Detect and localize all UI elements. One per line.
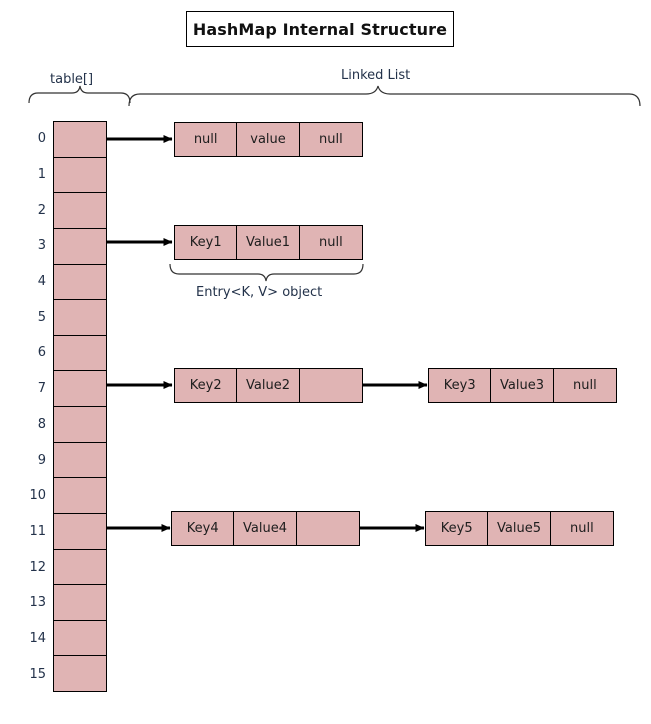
entry-node-bucket11-1[interactable]: Key5 Value5 null [425, 511, 614, 546]
entry-node-bucket7-1[interactable]: Key3 Value3 null [428, 368, 617, 403]
entry-value: Value3 [491, 369, 554, 402]
index-label-8: 8 [37, 417, 46, 432]
entry-key: Key5 [426, 512, 489, 545]
table-cell-9[interactable] [54, 442, 106, 479]
entry-value: value [237, 123, 300, 156]
index-label-9: 9 [37, 453, 46, 468]
index-label-2: 2 [37, 203, 46, 218]
table-cell-7[interactable] [54, 371, 106, 407]
entry-object-caption: Entry<K, V> object [196, 285, 323, 300]
entry-value: Value4 [234, 512, 297, 545]
table-cell-14[interactable] [54, 620, 106, 657]
linked-list-brace [128, 85, 641, 107]
index-label-15: 15 [29, 667, 46, 682]
table-cell-1[interactable] [54, 157, 106, 194]
index-label-3: 3 [37, 238, 46, 253]
diagram-title-box: HashMap Internal Structure [186, 11, 454, 47]
table-cell-5[interactable] [54, 300, 106, 336]
table-array-brace [28, 85, 131, 104]
entry-key: null [175, 123, 238, 156]
index-label-11: 11 [29, 524, 46, 539]
table-array [53, 121, 107, 692]
index-label-12: 12 [29, 560, 46, 575]
table-cell-4[interactable] [54, 264, 106, 301]
index-label-1: 1 [37, 167, 46, 182]
index-label-14: 14 [29, 631, 46, 646]
entry-next: null [570, 521, 594, 536]
table-cell-13[interactable] [54, 585, 106, 621]
index-label-0: 0 [37, 131, 46, 146]
entry-next [297, 512, 359, 545]
entry-value: Value5 [488, 512, 551, 545]
entry-key: Key1 [175, 226, 238, 259]
entry-next [300, 369, 362, 402]
table-cell-2[interactable] [54, 193, 106, 229]
entry-next: null [319, 235, 343, 250]
index-label-4: 4 [37, 274, 46, 289]
table-cell-8[interactable] [54, 407, 106, 443]
table-cell-3[interactable] [54, 228, 106, 265]
index-label-6: 6 [37, 345, 46, 360]
index-label-10: 10 [29, 488, 46, 503]
table-cell-11[interactable] [54, 513, 106, 550]
index-label-7: 7 [37, 381, 46, 396]
entry-value: Value2 [237, 369, 300, 402]
entry-object-brace [169, 263, 364, 282]
linked-list-caption: Linked List [341, 68, 411, 83]
entry-key: Key3 [429, 369, 492, 402]
entry-node-bucket3-0[interactable]: Key1 Value1 null [174, 225, 363, 260]
table-cell-12[interactable] [54, 549, 106, 586]
table-cell-0[interactable] [54, 122, 106, 158]
entry-node-bucket11-0[interactable]: Key4 Value4 [171, 511, 360, 546]
index-label-5: 5 [37, 310, 46, 325]
entry-key: Key2 [175, 369, 238, 402]
table-cell-15[interactable] [54, 656, 106, 691]
entry-next: null [319, 132, 343, 147]
entry-value: Value1 [237, 226, 300, 259]
entry-next: null [573, 378, 597, 393]
table-cell-10[interactable] [54, 478, 106, 514]
page-title: HashMap Internal Structure [192, 19, 448, 39]
entry-key: Key4 [172, 512, 235, 545]
index-label-13: 13 [29, 595, 46, 610]
table-array-caption: table[] [50, 72, 94, 87]
entry-node-bucket7-0[interactable]: Key2 Value2 [174, 368, 363, 403]
entry-node-bucket0-0[interactable]: null value null [174, 122, 363, 157]
table-cell-6[interactable] [54, 335, 106, 372]
